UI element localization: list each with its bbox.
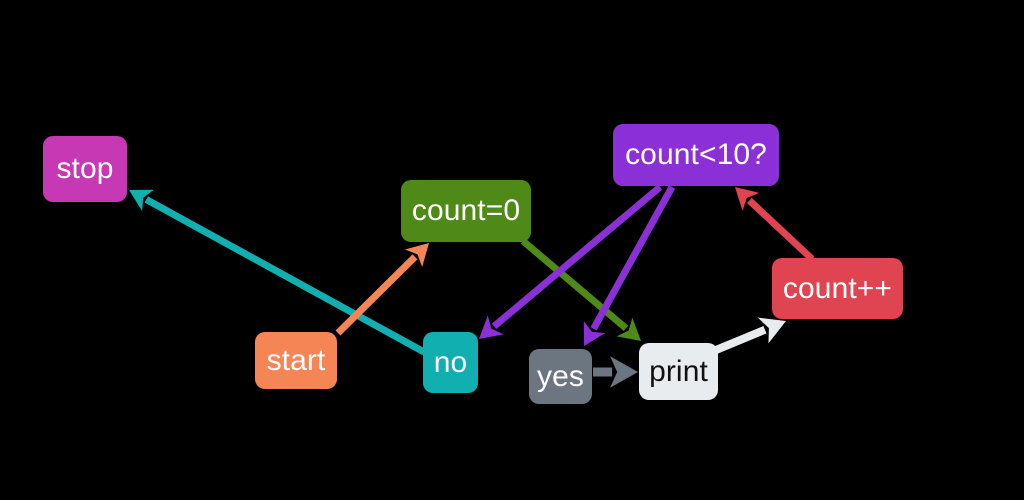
arrowhead-icon bbox=[479, 315, 504, 339]
node-countpp[interactable]: count++ bbox=[772, 258, 903, 319]
edge-start-to-count0 bbox=[335, 243, 429, 336]
node-label-countpp: count++ bbox=[782, 271, 893, 305]
arrowhead-icon bbox=[757, 317, 786, 344]
arrowhead-icon bbox=[404, 243, 429, 267]
node-label-stop: stop bbox=[56, 152, 114, 185]
node-label-print: print bbox=[649, 354, 708, 388]
arrowhead-icon bbox=[610, 356, 638, 388]
edge-line bbox=[590, 185, 676, 331]
edge-line bbox=[520, 238, 629, 331]
node-stop[interactable]: stop bbox=[43, 136, 127, 202]
node-yes[interactable]: yes bbox=[529, 349, 592, 404]
node-label-no: no bbox=[433, 345, 468, 379]
edge-print-to-countpp bbox=[714, 317, 786, 354]
edge-line bbox=[144, 196, 426, 356]
edge-countpp-to-countlt bbox=[735, 187, 815, 262]
edge-countlt-to-yes bbox=[583, 185, 676, 346]
edge-line bbox=[746, 197, 815, 262]
arrowhead-icon bbox=[583, 321, 606, 346]
arrowhead-icon bbox=[129, 189, 154, 212]
node-label-start: start bbox=[266, 343, 326, 377]
edge-yes-to-print bbox=[593, 356, 638, 388]
edge-count0-to-print bbox=[520, 238, 641, 341]
node-label-count0: count=0 bbox=[411, 194, 521, 227]
edge-no-to-stop bbox=[129, 189, 426, 356]
arrowhead-icon bbox=[735, 187, 760, 211]
node-print[interactable]: print bbox=[639, 343, 718, 400]
edge-line bbox=[491, 184, 663, 330]
node-no[interactable]: no bbox=[423, 332, 478, 393]
arrowhead-icon bbox=[616, 317, 641, 341]
node-start[interactable]: start bbox=[255, 332, 337, 389]
node-label-countlt: count<10? bbox=[625, 138, 767, 171]
node-count0[interactable]: count=0 bbox=[401, 180, 531, 242]
node-label-yes: yes bbox=[537, 359, 584, 393]
node-countlt[interactable]: count<10? bbox=[613, 124, 779, 186]
edge-countlt-to-no bbox=[479, 184, 663, 339]
edge-line bbox=[714, 326, 767, 354]
edge-line bbox=[335, 254, 418, 336]
